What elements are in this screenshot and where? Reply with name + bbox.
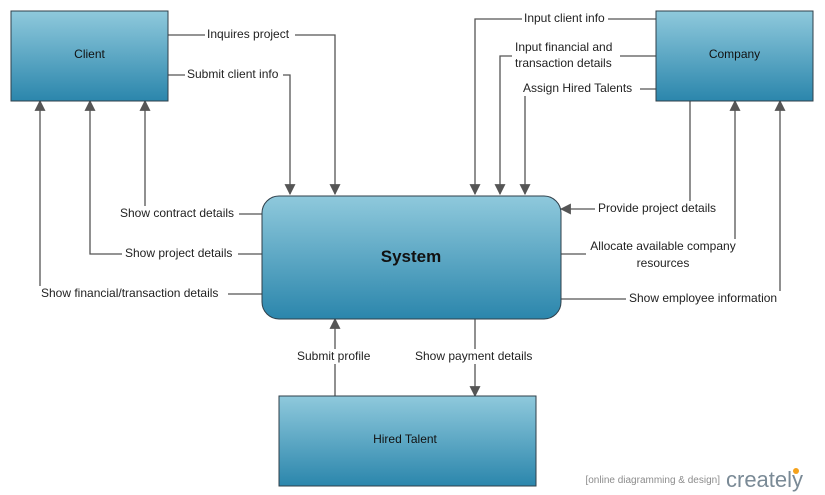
edge-provide-project-details[interactable] xyxy=(559,101,691,215)
node-company-label: Company xyxy=(709,47,760,61)
node-hired-talent[interactable]: Hired Talent xyxy=(278,395,537,487)
label-allocate-line1: Allocate available company xyxy=(590,239,735,253)
label-inquires-project: Inquires project xyxy=(207,27,290,41)
edge-inquires-project[interactable] xyxy=(168,34,341,196)
edge-assign-hired-talents[interactable] xyxy=(519,88,656,196)
edge-input-financial[interactable] xyxy=(494,55,656,196)
edge-submit-client-info[interactable] xyxy=(168,74,296,196)
watermark-logo: creately xyxy=(726,467,803,492)
label-show-project-details: Show project details xyxy=(125,246,232,260)
label-show-employee-information: Show employee information xyxy=(629,291,777,305)
node-hired-talent-label: Hired Talent xyxy=(373,432,437,446)
label-assign-hired-talents: Assign Hired Talents xyxy=(523,81,632,95)
watermark-tagline: [online diagramming & design] xyxy=(585,475,720,486)
label-show-payment-details: Show payment details xyxy=(415,349,532,363)
label-input-client-info: Input client info xyxy=(524,11,605,25)
label-submit-client-info: Submit client info xyxy=(187,67,279,81)
edge-allocate-resources[interactable] xyxy=(561,99,741,255)
label-allocate-line2: resources xyxy=(637,256,690,270)
node-company[interactable]: Company xyxy=(655,10,814,102)
node-client-label: Client xyxy=(74,47,105,61)
edge-show-financial-transaction[interactable] xyxy=(34,99,262,295)
label-show-contract-details: Show contract details xyxy=(120,206,234,220)
node-system[interactable]: System xyxy=(261,195,562,320)
label-submit-profile: Submit profile xyxy=(297,349,371,363)
label-input-financial-line1: Input financial and xyxy=(515,40,612,54)
label-show-financial-transaction: Show financial/transaction details xyxy=(41,286,218,300)
edge-show-contract-details[interactable] xyxy=(139,99,262,215)
label-input-financial-line2: transaction details xyxy=(515,56,612,70)
creately-watermark: [online diagramming & design] creately xyxy=(585,467,803,492)
node-system-label: System xyxy=(381,247,441,266)
watermark-logo-bulb-icon xyxy=(793,468,799,474)
node-client[interactable]: Client xyxy=(10,10,169,102)
edge-show-project-details[interactable] xyxy=(84,99,262,255)
label-provide-project-details: Provide project details xyxy=(598,201,716,215)
